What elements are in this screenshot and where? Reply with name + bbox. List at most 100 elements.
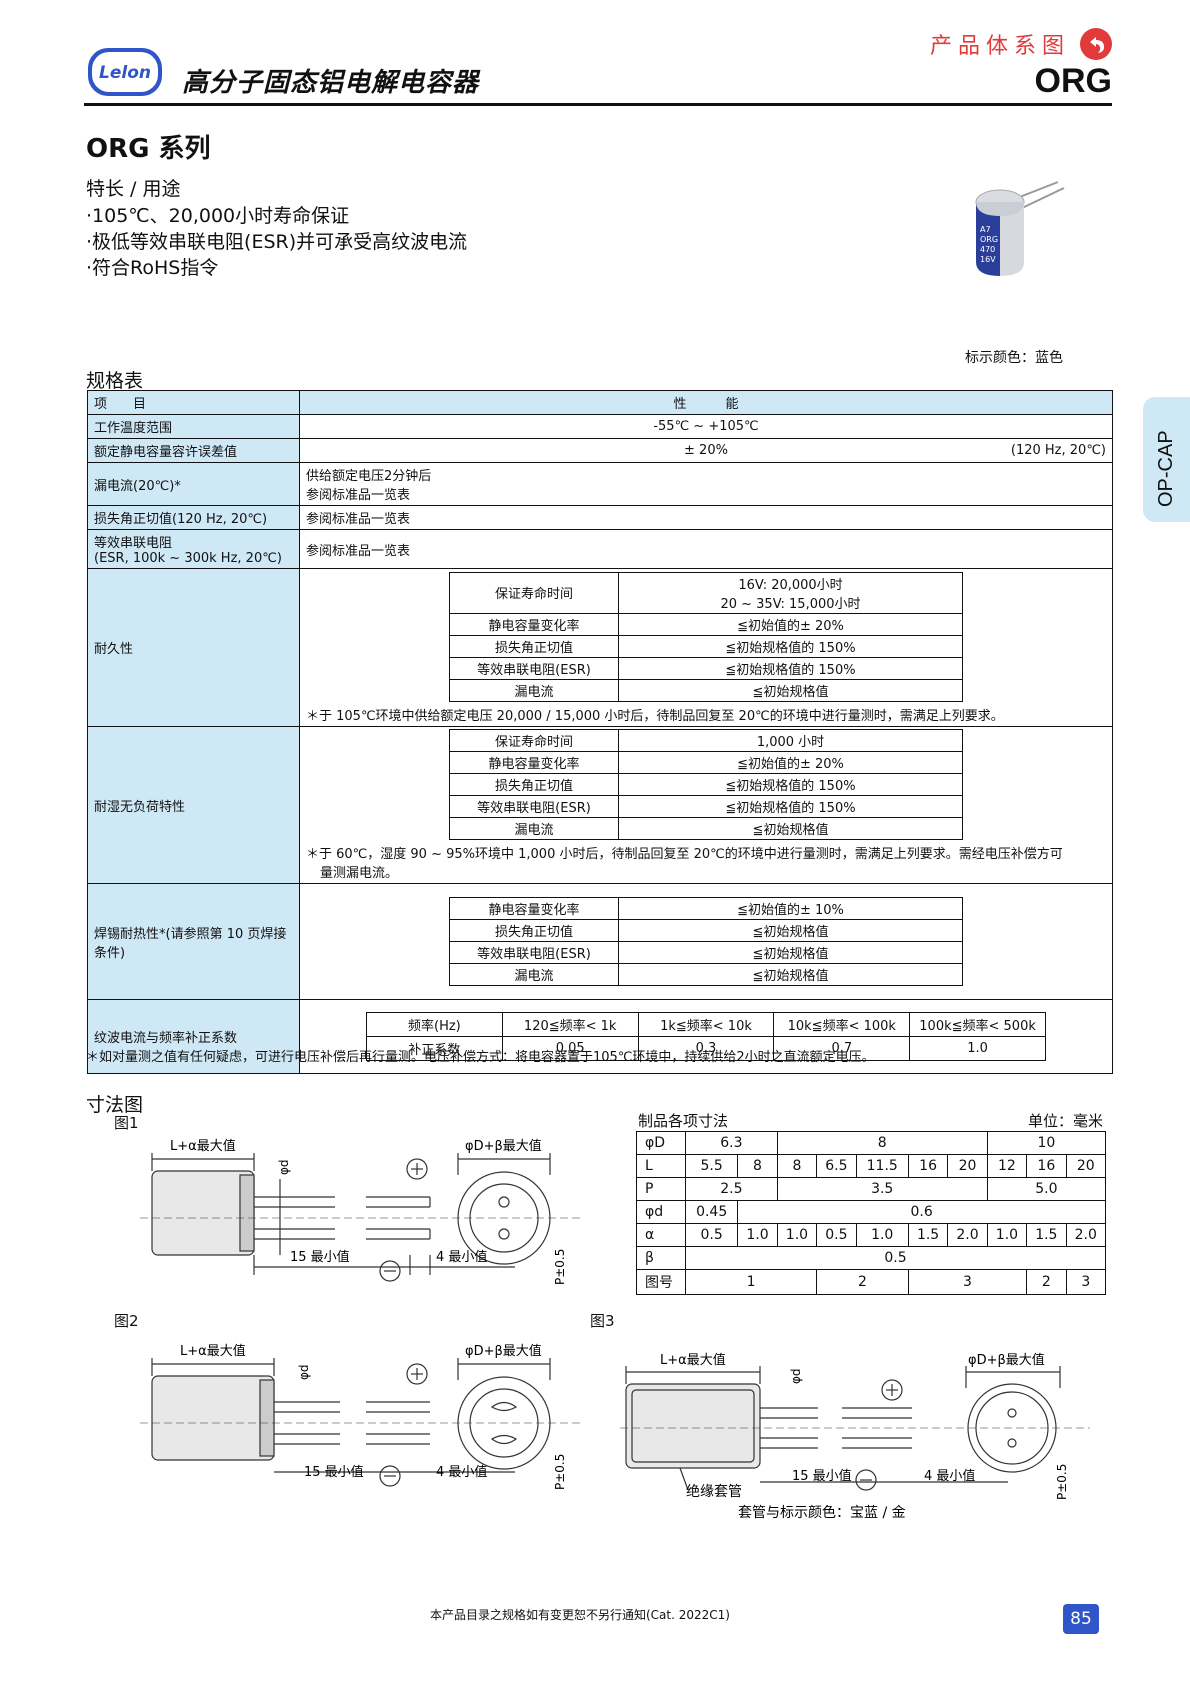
dim-cell: 16 [1026, 1154, 1067, 1178]
marking-color-note: 标示颜色：蓝色 [965, 350, 1063, 366]
dim-cell: 8 [776, 1154, 818, 1178]
dim-cell: 1.0 [855, 1223, 909, 1247]
figure-label: 图3 [590, 1312, 615, 1330]
dim-cell: 8 [776, 1131, 988, 1155]
series-title: ORG 系列 [86, 134, 211, 164]
humidity-note: ＊于 60℃，湿度 90 ~ 95%环境中 1,000 小时后，待制品回复至 2… [306, 847, 1063, 862]
sub-value: ≦初始规格值 [618, 941, 963, 964]
dim-label: 4 最小值 [436, 1249, 487, 1265]
photo-marking: 470 [980, 245, 995, 254]
figure-label: 图1 [114, 1114, 139, 1132]
spec-value: ± 20% [684, 443, 728, 458]
sub-label: 等效串联电阻(ESR) [449, 656, 619, 680]
dim-cell: 5.0 [986, 1177, 1107, 1201]
spec-value: 参阅标准品一览表 [306, 488, 411, 503]
logo-text: Lelon [99, 63, 151, 83]
freq-header: 频率(Hz) [366, 1012, 503, 1037]
side-tab-op-cap[interactable]: OP-CAP [1143, 397, 1190, 522]
sub-value: ≦初始规格值的 150% [618, 773, 963, 796]
dimension-table: φD 6.3 8 10 L 5.5 8 8 6.5 11.5 16 20 12 … [636, 1131, 1107, 1295]
sub-value: ≦初始值的± 20% [618, 612, 963, 636]
dim-row-label: β [636, 1246, 686, 1270]
dim-cell: 1.0 [737, 1223, 778, 1247]
spec-label: 焊锡耐热性*(请参照第 10 页焊接条件) [87, 883, 300, 1000]
dim-row-label: φD [636, 1131, 686, 1155]
dim-cell: 0.5 [816, 1223, 857, 1247]
product-system-link[interactable]: 产品体系图 [929, 34, 1070, 59]
sub-value: ≦初始规格值的 150% [618, 634, 963, 658]
dim-cell: 20 [947, 1154, 988, 1178]
sub-label: 静电容量变化率 [449, 751, 619, 774]
figure-3-drawing: L+α最大值 φD+β最大值 φd 15 最小值 4 最小值 P±0.5 绝缘套… [620, 1352, 1090, 1520]
sub-label: 漏电流 [449, 817, 619, 840]
capacitor-photo: A7 ORG 470 16V [975, 181, 1065, 276]
feature-item: 符合RoHS指令 [86, 253, 218, 280]
dim-label: 4 最小值 [924, 1468, 975, 1484]
solder-cell: 静电容量变化率≦初始值的± 10% 损失角正切值≦初始规格值 等效串联电阻(ES… [299, 883, 1113, 1000]
dim-cell: 2.5 [685, 1177, 778, 1201]
coef-cell: 0.7 [773, 1036, 911, 1061]
photo-marking: 16V [980, 255, 996, 264]
spec-value-cell: 供给额定电压2分钟后 参阅标准品一览表 [299, 462, 1113, 506]
sub-value: ≦初始规格值的 150% [618, 656, 963, 680]
sub-label: 损失角正切值 [449, 634, 619, 658]
feature-item: 105℃、20,000小时寿命保证 [86, 201, 349, 228]
sub-value: ≦初始规格值 [618, 919, 963, 942]
dim-table-title: 制品各项寸法 [638, 1112, 729, 1130]
spec-label: 漏电流(20℃)* [87, 462, 300, 506]
dim-cell: 2.0 [947, 1223, 988, 1247]
sub-value: ≦初始规格值 [618, 678, 963, 702]
spec-label: 等效串联电阻 [94, 536, 173, 551]
sub-label: 漏电流 [449, 678, 619, 702]
freq-header: 1k≦频率< 10k [637, 1012, 775, 1037]
spec-label: (ESR, 100k ~ 300k Hz, 20℃) [94, 551, 282, 566]
dim-label: P±0.5 [1055, 1464, 1069, 1500]
series-code: ORG [1034, 62, 1112, 100]
dimension-section-title: 寸法图 [86, 1094, 144, 1116]
coef-cell: 补正系数 [366, 1036, 503, 1061]
sub-label: 等效串联电阻(ESR) [449, 941, 619, 964]
figure-label: 图2 [114, 1312, 139, 1330]
feature-item: 极低等效串联电阻(ESR)并可承受高纹波电流 [86, 227, 467, 254]
freq-header: 10k≦频率< 100k [773, 1012, 911, 1037]
dim-label: 15 最小值 [792, 1468, 852, 1484]
header-divider [84, 103, 1112, 106]
spec-label: 额定静电容量容许误差值 [87, 438, 300, 463]
dim-row-label: P [636, 1177, 686, 1201]
spec-table: 项 目 性 能 工作温度范围 -55℃ ~ +105℃ 额定静电容量容许误差值 … [87, 390, 1113, 1074]
sub-label: 保证寿命时间 [449, 571, 619, 614]
figure-2-drawing: L+α最大值 φD+β最大值 φd 15 最小值 4 最小值 P±0.5 [140, 1343, 580, 1490]
frequency-table: 频率(Hz) 120≦频率< 1k 1k≦频率< 10k 10k≦频率< 100… [366, 1012, 1046, 1061]
dim-label: P±0.5 [553, 1454, 567, 1490]
spec-header-performance: 性 能 [299, 390, 1113, 415]
spec-label: 损失角正切值(120 Hz, 20℃) [87, 505, 300, 530]
spec-value: 供给额定电压2分钟后 [306, 469, 432, 484]
features-title: 特长 / 用途 [86, 178, 181, 200]
dim-cell: 12 [986, 1154, 1028, 1178]
dim-cell: 0.45 [684, 1200, 739, 1224]
sub-value: ≦初始规格值 [618, 817, 963, 840]
sleeve-label: 绝缘套管 [686, 1484, 742, 1500]
photo-marking: A7 [980, 225, 991, 234]
dim-row-label: φd [636, 1200, 686, 1224]
dim-cell: 1.0 [986, 1223, 1028, 1247]
dim-cell: 6.3 [685, 1131, 778, 1155]
footer-note: 本产品目录之规格如有变更恕不另行通知(Cat. 2022C1) [430, 1608, 730, 1622]
dim-cell: 1.5 [1026, 1223, 1067, 1247]
spec-label-cell: 等效串联电阻 (ESR, 100k ~ 300k Hz, 20℃) [87, 529, 300, 569]
sub-label: 保证寿命时间 [449, 729, 619, 752]
sub-value: 1,000 小时 [618, 729, 963, 752]
dim-row-label: α [636, 1223, 686, 1247]
dim-cell: 10 [986, 1131, 1107, 1155]
dim-label: φd [297, 1364, 311, 1380]
dim-cell: 20 [1065, 1154, 1107, 1178]
page-number: 85 [1063, 1604, 1099, 1634]
side-tab-label: OP-CAP [1155, 430, 1177, 507]
dim-row-label: 图号 [636, 1269, 686, 1295]
back-arrow-icon[interactable] [1080, 28, 1112, 60]
dim-label: φd [277, 1159, 291, 1175]
humidity-note: 量测漏电流。 [320, 866, 399, 881]
dim-cell: 1.0 [776, 1223, 818, 1247]
dim-cell: 5.5 [684, 1154, 739, 1178]
